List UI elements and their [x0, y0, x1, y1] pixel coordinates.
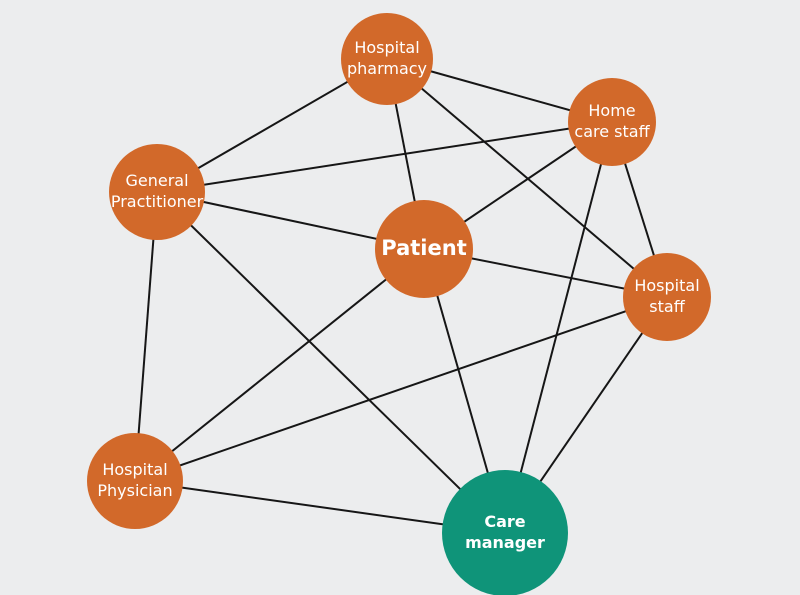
node-circle-general-practitioner [109, 144, 205, 240]
node-circle-care-manager [442, 470, 568, 595]
edge-hospital-staff-hospital-physician [134, 296, 668, 482]
node-label-care-manager-line-2: manager [465, 533, 545, 552]
edge-general-practitioner-hospital-physician [134, 191, 158, 482]
node-hospital-pharmacy: Hospital pharmacy [341, 13, 433, 105]
edge-hospital-pharmacy-hospital-staff [386, 58, 668, 298]
node-home-care-staff: Home care staff [568, 78, 656, 166]
node-circle-hospital-physician [87, 433, 183, 529]
node-care-manager: Care manager [442, 470, 568, 595]
node-label-general-practitioner-line-2: Practitioner [111, 192, 204, 211]
node-label-general-practitioner-line-1: General [125, 171, 188, 190]
node-circle-patient [375, 200, 473, 298]
edge-general-practitioner-care-manager [156, 191, 506, 534]
node-label-hospital-pharmacy-line-1: Hospital [354, 38, 419, 57]
node-label-home-care-staff-line-2: care staff [574, 122, 650, 141]
node-label-home-care-staff-line-1: Home [588, 101, 635, 120]
node-circle-hospital-staff [623, 253, 711, 341]
edge-home-care-staff-care-manager [504, 121, 613, 534]
node-hospital-staff: Hospital staff [623, 253, 711, 341]
node-label-hospital-physician-line-1: Hospital [102, 460, 167, 479]
node-label-hospital-physician-line-2: Physician [97, 481, 172, 500]
node-circle-hospital-pharmacy [341, 13, 433, 105]
node-patient: Patient [375, 200, 473, 298]
node-label-care-manager-line-1: Care [484, 512, 525, 531]
node-label-patient-line-1: Patient [381, 236, 466, 260]
edge-patient-hospital-physician [134, 248, 425, 482]
node-circle-home-care-staff [568, 78, 656, 166]
node-label-hospital-pharmacy-line-2: pharmacy [347, 59, 427, 78]
node-label-hospital-staff-line-1: Hospital [634, 276, 699, 295]
node-label-hospital-staff-line-2: staff [649, 297, 685, 316]
edge-home-care-staff-general-practitioner [156, 121, 613, 193]
